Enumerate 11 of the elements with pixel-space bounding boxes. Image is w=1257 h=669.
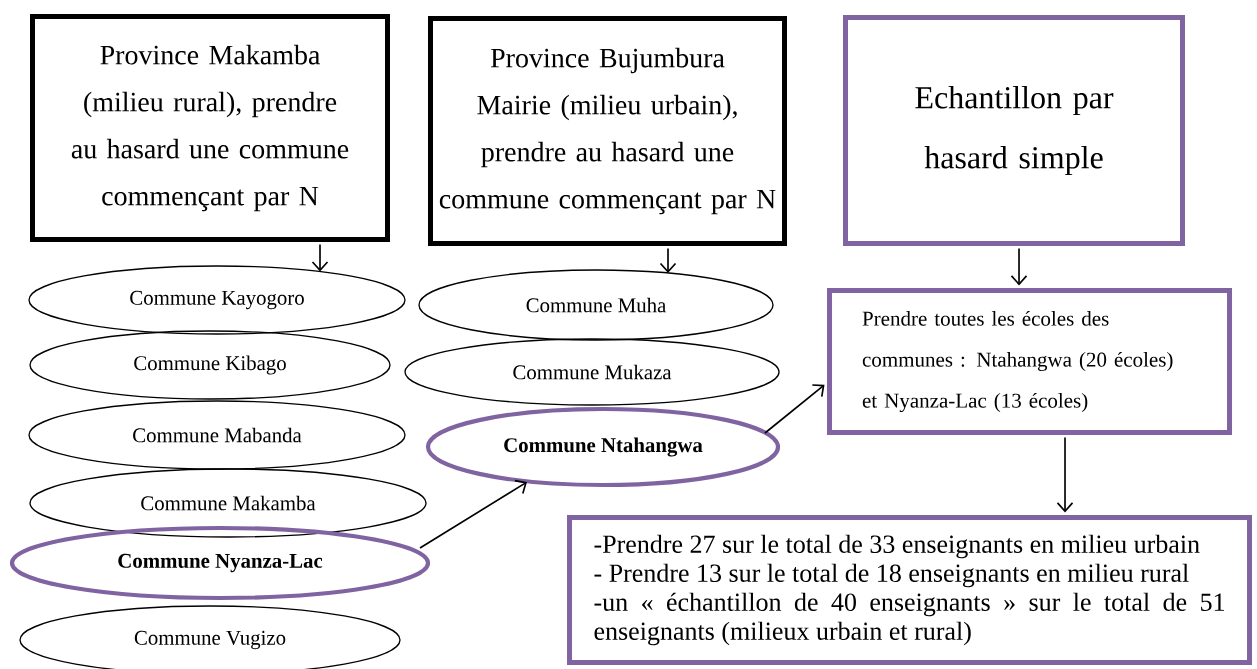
arrow	[1010, 247, 1028, 286]
step-box: Province Bujumbura Mairie (milieu urbain), prendre au hasard une commune commençant par N	[428, 16, 787, 246]
arrow	[419, 479, 527, 549]
step-box: Prendre toutes les écoles des communes : Ntahangwa (20 écoles) et Nyanza-Lac (13 écoles)	[827, 288, 1232, 435]
step-box: Echantillon par hasard simple	[843, 15, 1185, 246]
step-box: Province Makamba (milieu rural), prendre au hasard une commune commençant par N	[30, 14, 390, 242]
arrow	[659, 247, 677, 274]
step-box: -Prendre 27 sur le total de 33 enseignants en milieu urbain - Prendre 13 sur le total de 18 enseignants en milieu rural -un « échantillon de 40 enseignants » sur le total de 51 enseignants (milieux urbain et rural)	[567, 515, 1252, 665]
arrow	[311, 243, 329, 272]
arrow	[1056, 436, 1074, 513]
arrow	[764, 384, 825, 434]
